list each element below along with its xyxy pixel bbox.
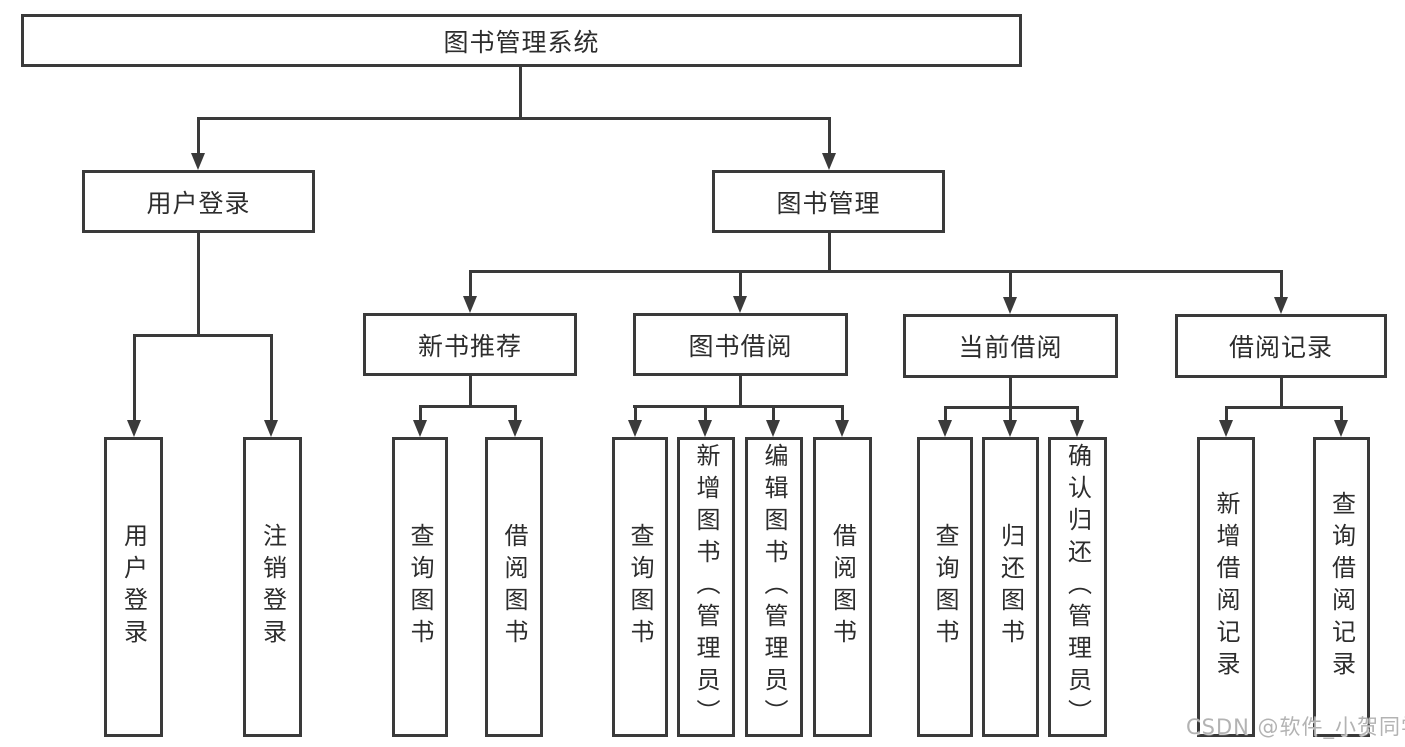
csdn-watermark: CSDN @软件_小贺同学 — [1186, 715, 1405, 739]
connector-line — [469, 375, 472, 408]
leaf-logout-label: 注销登录 — [258, 523, 287, 651]
connector-line — [469, 270, 1283, 273]
connector-line — [1009, 271, 1012, 299]
leaf-confirm-return-admin-label: 确认归还（管理员） — [1063, 443, 1092, 731]
node-library-management-system: 图书管理系统 — [21, 14, 1022, 67]
connector-line — [1009, 407, 1012, 422]
leaf-confirm-return-admin: 确认归还（管理员） — [1048, 437, 1107, 737]
leaf-borrowing-query-books: 查询图书 — [612, 437, 668, 737]
connector-line — [1009, 377, 1012, 409]
arrow-down-icon — [264, 420, 278, 437]
leaf-current-query-books-label: 查询图书 — [931, 523, 959, 651]
node-book-management-label: 图书管理 — [776, 188, 881, 218]
leaf-user-login: 用户登录 — [104, 437, 163, 737]
arrow-down-icon — [413, 420, 427, 437]
node-library-management-system-label: 图书管理系统 — [443, 27, 600, 57]
connector-line — [197, 233, 200, 337]
node-borrow-records: 借阅记录 — [1175, 314, 1387, 378]
arrow-down-icon — [508, 420, 522, 437]
arrow-down-icon — [835, 420, 849, 437]
connector-line — [519, 66, 522, 120]
leaf-query-borrow-record-label: 查询借阅记录 — [1327, 491, 1356, 683]
connector-line — [772, 406, 775, 422]
connector-line — [1076, 407, 1079, 422]
connector-line — [841, 406, 844, 422]
connector-line — [739, 375, 742, 408]
connector-line — [1225, 407, 1228, 422]
arrow-down-icon — [1334, 420, 1348, 437]
leaf-logout: 注销登录 — [243, 437, 302, 737]
connector-line — [828, 233, 831, 273]
leaf-query-borrow-record: 查询借阅记录 — [1313, 437, 1370, 737]
node-book-management: 图书管理 — [712, 170, 945, 233]
connector-line — [704, 406, 707, 422]
arrow-down-icon — [1219, 420, 1233, 437]
leaf-recommend-query-books-label: 查询图书 — [406, 523, 434, 651]
arrow-down-icon — [766, 420, 780, 437]
connector-line — [633, 405, 844, 408]
connector-line — [634, 406, 637, 422]
arrow-down-icon — [733, 296, 747, 313]
node-book-borrowing-label: 图书借阅 — [688, 331, 793, 361]
leaf-add-books-admin: 新增图书（管理员） — [677, 437, 735, 737]
leaf-borrowing-borrow-books-label: 借阅图书 — [828, 523, 857, 651]
leaf-add-books-admin-label: 新增图书（管理员） — [692, 443, 720, 731]
connector-line — [944, 407, 947, 422]
leaf-edit-books-admin: 编辑图书（管理员） — [745, 437, 803, 737]
leaf-return-books: 归还图书 — [982, 437, 1039, 737]
leaf-recommend-borrow-books-label: 借阅图书 — [500, 523, 528, 651]
leaf-add-borrow-record-label: 新增借阅记录 — [1212, 491, 1240, 683]
connector-line — [1340, 407, 1343, 422]
arrow-down-icon — [698, 420, 712, 437]
leaf-edit-books-admin-label: 编辑图书（管理员） — [760, 443, 788, 731]
arrow-down-icon — [463, 296, 477, 313]
connector-line — [1280, 377, 1283, 409]
arrow-down-icon — [628, 420, 642, 437]
leaf-add-borrow-record: 新增借阅记录 — [1197, 437, 1255, 737]
connector-line — [828, 118, 831, 155]
arrow-down-icon — [127, 420, 141, 437]
arrow-down-icon — [822, 153, 836, 170]
connector-line — [1225, 406, 1343, 409]
node-new-book-recommend: 新书推荐 — [363, 313, 577, 376]
arrow-down-icon — [1003, 420, 1017, 437]
arrow-down-icon — [191, 153, 205, 170]
connector-line — [739, 271, 742, 298]
connector-line — [419, 405, 517, 408]
leaf-recommend-query-books: 查询图书 — [392, 437, 448, 737]
node-current-borrowing-label: 当前借阅 — [958, 333, 1063, 362]
leaf-borrowing-query-books-label: 查询图书 — [626, 523, 654, 651]
connector-line — [469, 271, 472, 298]
arrow-down-icon — [1003, 297, 1017, 314]
connector-line — [133, 334, 273, 337]
arrow-down-icon — [938, 420, 952, 437]
node-user-login: 用户登录 — [82, 170, 315, 233]
leaf-return-books-label: 归还图书 — [996, 523, 1025, 651]
leaf-recommend-borrow-books: 借阅图书 — [485, 437, 543, 737]
connector-line — [270, 335, 273, 422]
leaf-borrowing-borrow-books: 借阅图书 — [813, 437, 872, 737]
arrow-down-icon — [1070, 420, 1084, 437]
node-book-borrowing: 图书借阅 — [633, 313, 848, 376]
node-borrow-records-label: 借阅记录 — [1228, 333, 1333, 362]
leaf-current-query-books: 查询图书 — [917, 437, 973, 737]
connector-line — [197, 117, 831, 120]
connector-line — [133, 335, 136, 422]
node-new-book-recommend-label: 新书推荐 — [417, 331, 522, 361]
arrow-down-icon — [1274, 297, 1288, 314]
leaf-user-login-label: 用户登录 — [119, 523, 148, 651]
connector-line — [419, 406, 422, 422]
node-user-login-label: 用户登录 — [146, 188, 251, 218]
node-current-borrowing: 当前借阅 — [903, 314, 1118, 378]
connector-line — [514, 406, 517, 422]
connector-line — [1280, 271, 1283, 299]
connector-line — [197, 118, 200, 155]
